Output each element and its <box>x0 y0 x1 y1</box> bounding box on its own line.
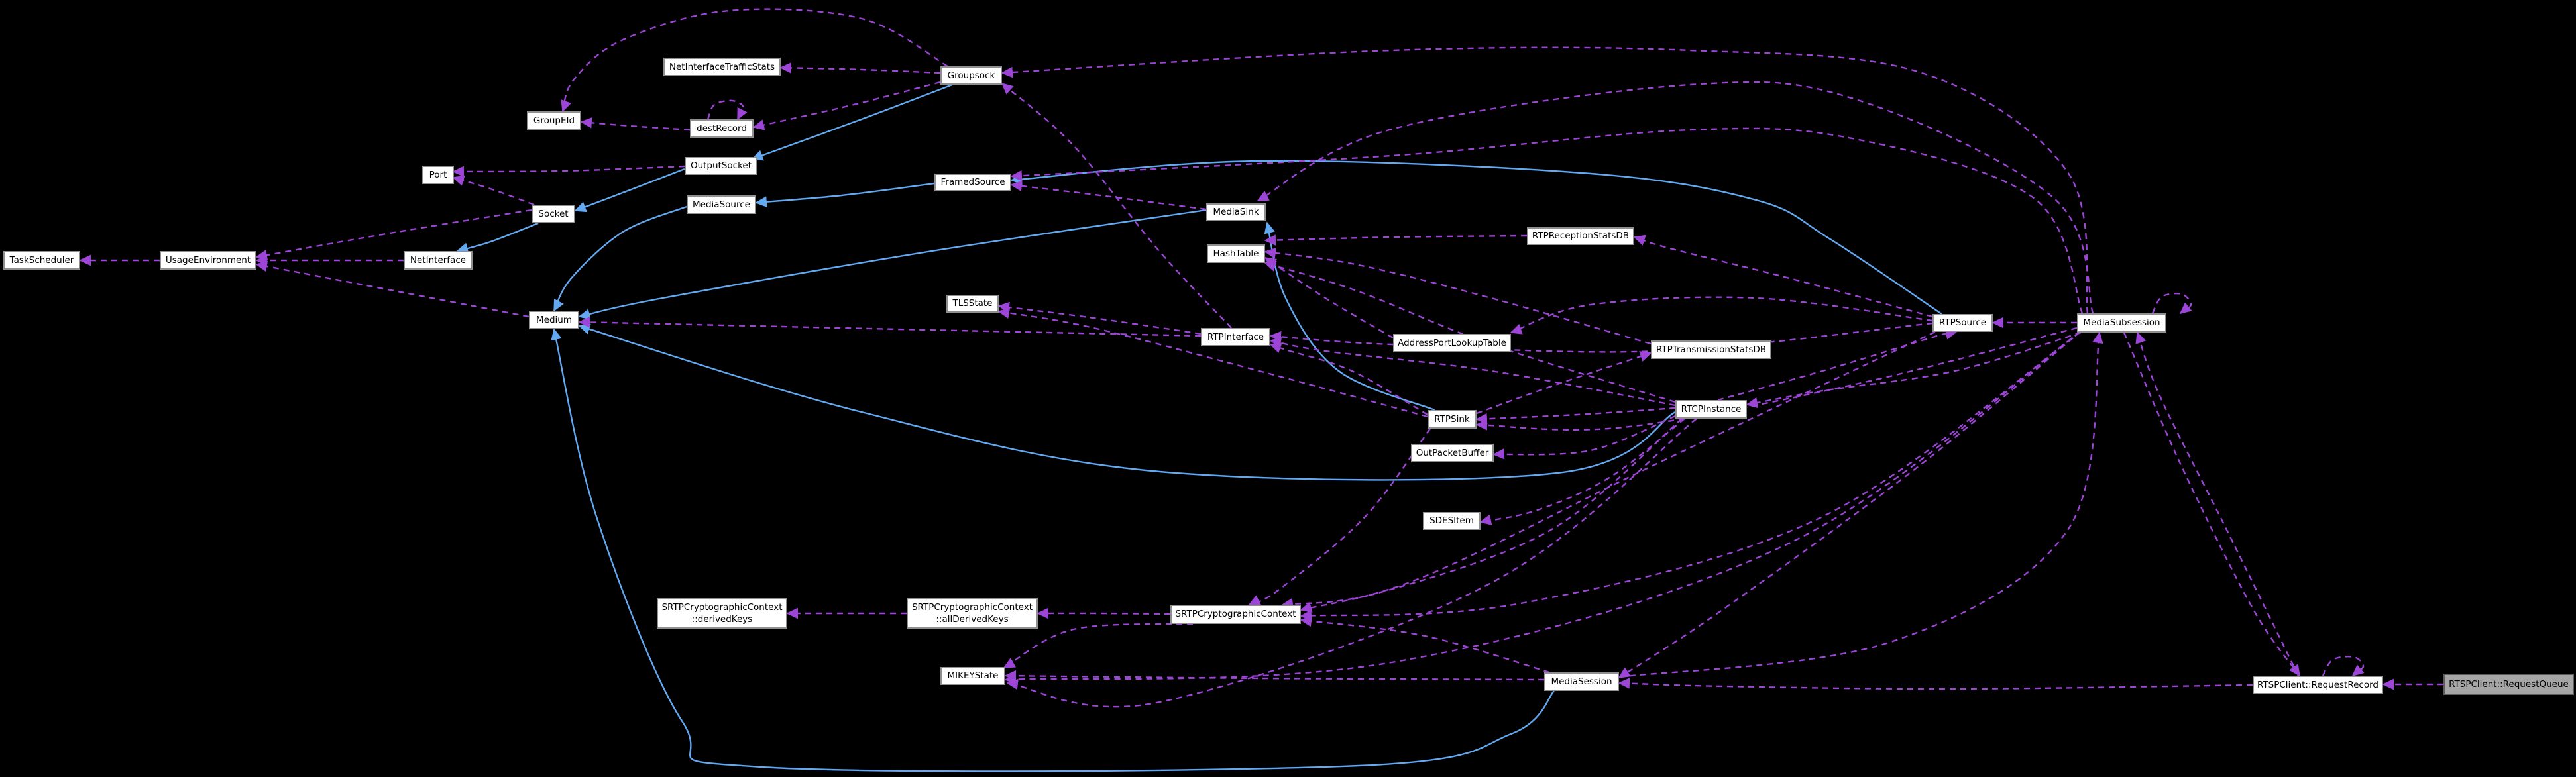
class-node-framedsource[interactable]: FramedSource <box>934 174 1011 191</box>
edge-inheritance-mediasession-to-medium <box>551 328 1555 772</box>
edge-usage-outputsocket-to-port <box>452 165 685 178</box>
edge-usage-mediasubsession-to-rtspclient-requestrecord <box>2123 332 2300 677</box>
class-node-outputsocket[interactable]: OutputSocket <box>685 157 757 175</box>
class-node-mediasubsession[interactable]: MediaSubsession <box>2077 313 2166 333</box>
class-node-rtptransmissionstatsdb[interactable]: RTPTransmissionStatsDB <box>1651 340 1771 359</box>
edge-usage-srtpcryptographiccontext-to-mikeystate <box>1003 623 1194 669</box>
class-node-outpacketbuffer[interactable]: OutPacketBuffer <box>1411 444 1494 462</box>
class-node-rtpreceptionstatsdb[interactable]: RTPReceptionStatsDB <box>1527 227 1634 245</box>
edge-usage-rtcpinstance-to-srtpcryptographiccontext <box>1281 418 1683 609</box>
class-node-medium[interactable]: Medium <box>529 311 579 329</box>
edge-usage-mediasession-to-mikeystate <box>1004 670 1545 682</box>
edge-inheritance-groupsock-to-outputsocket <box>751 83 953 161</box>
class-node-addressportlookuptable[interactable]: AddressPortLookupTable <box>1393 334 1511 352</box>
class-node-tlsstate[interactable]: TLSState <box>946 295 999 313</box>
edge-usage-rtcpinstance-to-mikeystate <box>1006 418 1697 708</box>
class-node-groupsock[interactable]: Groupsock <box>940 66 1002 85</box>
edge-inheritance-mediasink-to-medium <box>578 209 1207 320</box>
class-node-rtspclient-requestrecord[interactable]: RTSPClient::RequestRecord <box>2253 676 2383 694</box>
class-node-sdesitem[interactable]: SDESItem <box>1423 512 1481 530</box>
class-node-label-line: SRTPCryptographicContext <box>911 601 1033 613</box>
edge-usage-mediasubsession-to-mikeystate <box>1004 331 2082 685</box>
edge-inheritance-mediasource-to-medium <box>553 205 687 312</box>
class-node-srtpcryptographiccontext-derivedkeys[interactable]: SRTPCryptographicContext::derivedKeys <box>657 598 787 629</box>
edge-inheritance-rtpsink-to-mediasink <box>1264 221 1435 411</box>
edge-usage-rtcpinstance-to-rtpsource <box>1717 329 1958 401</box>
edge-usage-rtpsink-to-rtptransmissionstatsdb <box>1476 351 1652 415</box>
edge-usage-rtpsource-to-rtpinterface <box>1269 322 1933 353</box>
class-node-rtspclient-requestqueue[interactable]: RTSPClient::RequestQueue <box>2443 674 2574 695</box>
edge-usage-srtpcryptographiccontext-to-srtpcryptographiccontext-allderivedkeys <box>1036 607 1171 619</box>
class-node-label-line: SRTPCryptographicContext <box>661 601 783 613</box>
edge-inheritance-framedsource-to-mediasource <box>755 182 935 207</box>
edge-usage-rtcpinstance-to-sdesitem <box>1479 418 1685 525</box>
edge-usage-addressportlookuptable-to-hashtable <box>1264 257 1394 339</box>
edge-usage-destrecord-to-destrecord <box>706 99 748 121</box>
class-node-srtpcryptographiccontext[interactable]: SRTPCryptographicContext <box>1170 605 1301 624</box>
class-node-label-line: ::derivedKeys <box>691 614 753 625</box>
edge-usage-mediasubsession-to-srtpcryptographiccontext <box>1300 332 2080 621</box>
class-node-mediasink[interactable]: MediaSink <box>1206 203 1266 221</box>
class-node-taskscheduler[interactable]: TaskScheduler <box>3 251 80 270</box>
class-node-rtcpinstance[interactable]: RTCPInstance <box>1675 400 1747 419</box>
class-node-destrecord[interactable]: destRecord <box>690 119 754 138</box>
edge-usage-rtcpinstance-to-hashtable <box>1264 260 1676 403</box>
edge-usage-groupsock-to-netinterfacetrafficstats <box>779 62 941 74</box>
edge-usage-rtspclient-requestrecord-to-rtspclient-requestrecord <box>2322 656 2365 677</box>
edge-usage-rtpsink-to-tlsstate <box>997 307 1428 418</box>
edge-usage-rtpinterface-to-groupsock <box>1001 82 1232 329</box>
edge-usage-mediasubsession-to-framedsource <box>1010 127 2084 314</box>
edge-usage-rtpsource-to-rtpreceptionstatsdb <box>1633 234 1933 318</box>
edge-usage-mediasession-to-srtpcryptographiccontext <box>1300 615 1550 674</box>
edge-usage-destrecord-to-groupeid <box>580 117 691 131</box>
edge-usage-mediasink-to-framedsource <box>1010 180 1207 211</box>
edge-usage-socket-to-usageenvironment <box>255 209 532 261</box>
edge-inheritance-rtcpinstance-to-medium <box>578 323 1676 481</box>
class-node-usageenvironment[interactable]: UsageEnvironment <box>160 251 256 270</box>
edge-usage-rtpreceptionstatsdb-to-hashtable <box>1264 234 1528 246</box>
edge-usage-mediasession-to-mediasubsession <box>1618 331 2103 678</box>
class-node-rtpsink[interactable]: RTPSink <box>1428 410 1477 429</box>
edge-usage-rtpsink-to-rtpinterface <box>1269 342 1428 416</box>
edge-group <box>79 8 2443 772</box>
class-node-socket[interactable]: Socket <box>532 205 575 223</box>
edge-usage-mediasubsession-to-rtcpinstance <box>1746 331 2082 409</box>
edge-usage-rtcpinstance-to-rtpsink <box>1475 407 1676 425</box>
edge-usage-rtpsink-to-srtpcryptographiccontext <box>1248 428 1431 606</box>
edge-usage-rtpinterface-to-tlsstate <box>997 301 1202 335</box>
class-node-srtpcryptographiccontext-allderivedkeys[interactable]: SRTPCryptographicContext::allDerivedKeys <box>907 598 1038 629</box>
edge-usage-rtptransmissionstatsdb-to-hashtable <box>1264 247 1652 345</box>
edge-usage-mediasubsession-to-mediasession <box>1618 331 2082 679</box>
class-node-port[interactable]: Port <box>422 166 454 184</box>
edge-inheritance-outputsocket-to-socket <box>574 168 685 213</box>
edge-usage-mediasubsession-to-mediasink <box>1257 81 2094 314</box>
edge-usage-mediasubsession-to-rtpsink <box>1475 327 2078 431</box>
class-node-hashtable[interactable]: HashTable <box>1207 244 1265 263</box>
edge-inheritance-rtpsource-to-framedsource <box>1010 160 1942 315</box>
class-node-groupeid[interactable]: GroupEId <box>527 111 581 130</box>
class-node-rtpsource[interactable]: RTPSource <box>1932 314 1993 332</box>
class-node-netinterface[interactable]: NetInterface <box>404 251 473 270</box>
class-node-label-line: ::allDerivedKeys <box>936 614 1009 625</box>
edge-usage-medium-to-usageenvironment <box>255 260 530 318</box>
edge-inheritance-socket-to-netinterface <box>456 222 539 254</box>
edge-usage-rtpsource-to-addressportlookuptable <box>1510 296 1933 335</box>
edge-usage-socket-to-port <box>452 175 535 206</box>
edge-usage-rtcpinstance-to-outpacketbuffer <box>1492 415 1676 460</box>
edge-usage-groupsock-to-destrecord <box>752 81 941 130</box>
class-node-mediasource[interactable]: MediaSource <box>687 195 756 214</box>
edge-usage-mediasubsession-to-mediasubsession <box>2151 292 2192 315</box>
class-node-netinterfacetrafficstats[interactable]: NetInterfaceTrafficStats <box>663 58 781 76</box>
edge-usage-rtcpinstance-to-rtpinterface <box>1269 337 1676 407</box>
edge-usage-rtpinterface-to-medium <box>578 317 1202 337</box>
class-node-mediasession[interactable]: MediaSession <box>1544 672 1619 691</box>
edge-usage-rtpsource-to-srtpcryptographiccontext <box>1300 331 1936 613</box>
class-node-rtpinterface[interactable]: RTPInterface <box>1201 328 1270 346</box>
edge-usage-rtspclient-requestrecord-to-mediasession <box>1618 678 2253 690</box>
edge-usage-mediasubsession-to-groupsock <box>1001 46 2089 314</box>
edge-usage-rtspclient-requestrecord-to-mediasubsession <box>2135 331 2300 676</box>
edge-usage-groupsock-to-groupeid <box>561 8 948 113</box>
class-node-mikeystate[interactable]: MIKEYState <box>940 667 1005 685</box>
